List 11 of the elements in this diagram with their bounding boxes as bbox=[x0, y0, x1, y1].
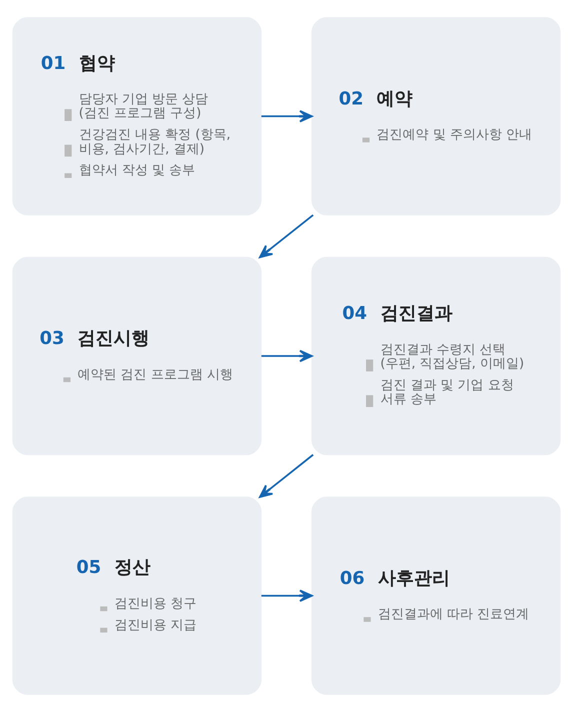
node-box: 06 사후관리 검진결과에 따라 진료연계 bbox=[311, 496, 561, 694]
arrow bbox=[259, 214, 314, 258]
arrow bbox=[259, 454, 314, 498]
node-box: 02 예약 검진예약 및 주의사항 안내 bbox=[311, 16, 561, 215]
arrow bbox=[261, 349, 313, 362]
arrow bbox=[261, 589, 313, 602]
node-box: 04 검진결과 검진결과 수령지 선택 (우편, 직접상담, 이메일) 검진 결과 및 기업 요청 서류 송부 bbox=[311, 256, 561, 455]
node-box: 01 협약 담당자 기업 방문 상담 (검진 프로그램 구성) 건강검진 내용 확정 (항목, 비용, 검사기간, 결제) 협약서 작성 및 송부 bbox=[12, 16, 262, 215]
node-box: 03 검진시행 예약된 검진 프로그램 시행 bbox=[12, 256, 262, 455]
arrow bbox=[261, 110, 313, 122]
node-box: 05 정산 검진비용 청구 검진비용 지급 bbox=[12, 496, 262, 694]
